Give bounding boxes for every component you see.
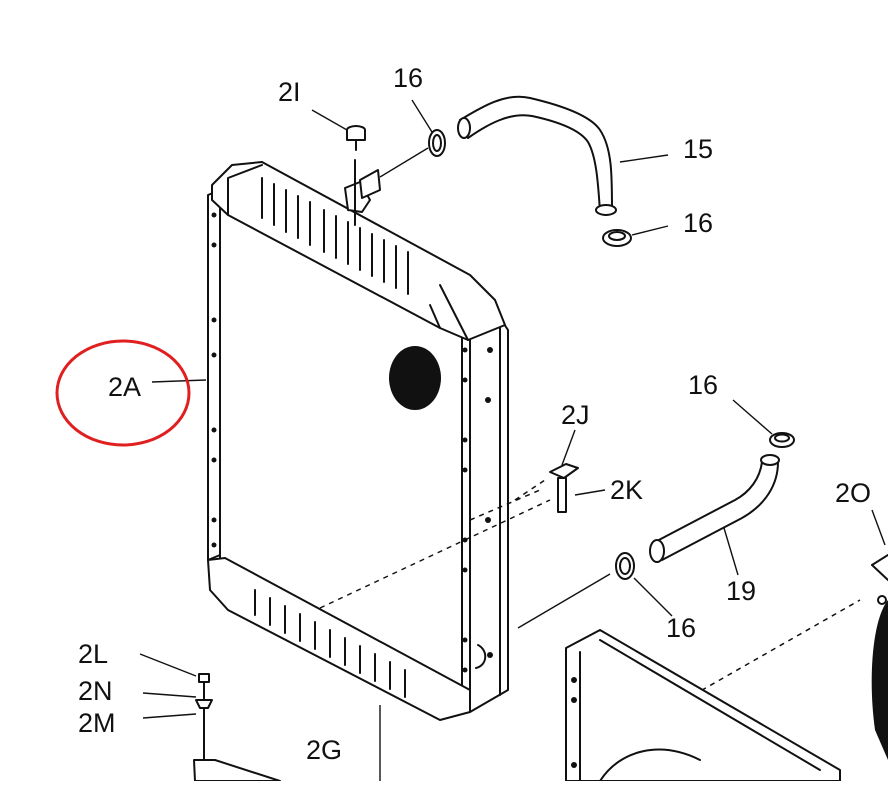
lower-hose xyxy=(649,454,780,576)
fan xyxy=(871,509,888,760)
radiator-bottom-tank xyxy=(207,557,487,721)
radiator-cap xyxy=(311,109,366,151)
hose-clamp-upper-hose xyxy=(602,225,669,247)
label-16-mid: 16 xyxy=(688,370,718,400)
label-2G: 2G xyxy=(306,735,342,765)
label-2I: 2I xyxy=(278,77,301,107)
label-2M: 2M xyxy=(78,708,116,738)
radiator-core xyxy=(207,189,509,713)
hose-clamp-mid xyxy=(732,399,795,448)
label-2J: 2J xyxy=(561,400,590,430)
leader-2A xyxy=(151,379,207,383)
label-16-upper-hose: 16 xyxy=(683,208,713,238)
label-2N: 2N xyxy=(78,676,113,706)
label-16-top: 16 xyxy=(393,63,423,93)
label-2A: 2A xyxy=(108,372,141,402)
hose-clamp-low xyxy=(615,552,673,617)
label-2L: 2L xyxy=(78,639,108,669)
label-15: 15 xyxy=(683,134,713,164)
label-2K: 2K xyxy=(610,475,643,505)
highlight-circle-2A xyxy=(55,339,191,447)
upper-hose xyxy=(457,95,669,216)
fan-shroud xyxy=(565,629,841,782)
label-19: 19 xyxy=(726,576,756,606)
radiator-top-tank xyxy=(211,159,506,341)
mounting-hardware xyxy=(139,653,281,782)
drain-valve xyxy=(514,429,606,513)
hose-clamp-top xyxy=(359,99,446,199)
label-2O: 2O xyxy=(835,478,871,508)
label-16-low: 16 xyxy=(666,613,696,643)
